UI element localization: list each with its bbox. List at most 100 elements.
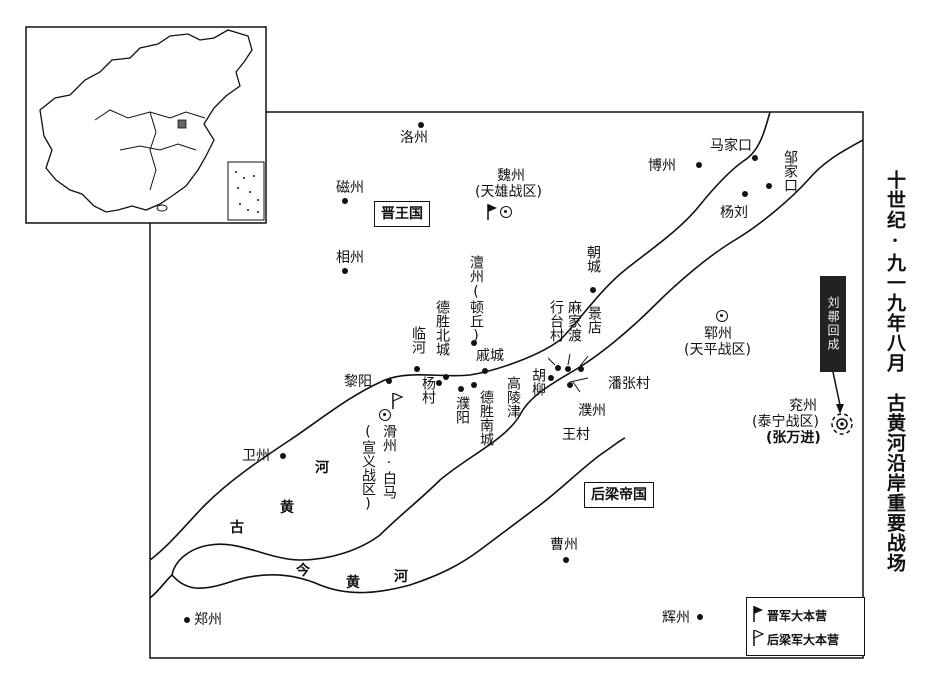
- hainan-island: [156, 204, 168, 212]
- modern-river: [171, 437, 626, 594]
- main-map-frame: [149, 111, 864, 659]
- place-dot: [436, 380, 442, 386]
- old-river-north-bank: [149, 111, 771, 561]
- modern-river-2: [149, 574, 173, 599]
- banner-arrow-head: [836, 404, 844, 414]
- jin-flag-icon: [487, 204, 497, 220]
- place-zhangwanjin: (张万进): [766, 430, 821, 446]
- place-baima: ·白马: [381, 455, 397, 499]
- place-yunzhou: 郓州: [704, 326, 732, 342]
- jin-flag-icon: [753, 606, 763, 622]
- liuxun-banner: 刘鄩回成: [820, 276, 846, 372]
- province-line-2: [119, 143, 197, 151]
- map-title: 十世纪·九一九年八月 古黄河沿岸重要战场: [884, 170, 906, 573]
- place-dot: [752, 155, 758, 161]
- inset-frame: [25, 26, 267, 224]
- place-zoujiakou: 邹家口: [782, 150, 798, 192]
- place-dot: [342, 198, 348, 204]
- place-jingdian: 景店: [586, 306, 602, 334]
- tick-1: [547, 357, 556, 366]
- liang-flag-icon: [753, 630, 765, 646]
- place-dot: [567, 382, 573, 388]
- siege-icon: [831, 413, 853, 435]
- place-cizhou: 磁州: [336, 180, 364, 196]
- place-majiakou: 马家口: [710, 138, 752, 154]
- place-dot: [418, 122, 424, 128]
- place-dot: [766, 183, 772, 189]
- place-weizhou2: 卫州: [242, 448, 270, 464]
- china-outline: [39, 29, 253, 213]
- place-huliu: 胡柳: [530, 368, 546, 396]
- tick-3: [579, 355, 589, 367]
- place-xingtaicun: 行台村: [548, 300, 564, 342]
- place-xiangzhou: 相州: [336, 250, 364, 266]
- river-label-he2: 河: [394, 569, 408, 585]
- place-majiadu: 麻家渡: [566, 300, 582, 342]
- place-weizhou-note: (天雄战区): [475, 184, 542, 200]
- legend: 晋军大本营 后梁军大本营: [746, 597, 865, 656]
- river-label-he: 河: [315, 460, 329, 476]
- river-label-jin: 今: [296, 563, 310, 579]
- place-luozhou: 洛州: [400, 130, 428, 146]
- place-wangcun: 王村: [562, 427, 590, 443]
- place-dot: [563, 557, 569, 563]
- place-dot: [280, 453, 286, 459]
- place-dot: [443, 374, 449, 380]
- place-deshengbei: 德胜北城: [434, 300, 450, 356]
- place-dot: [482, 368, 488, 374]
- place-chaocheng: 朝城: [585, 245, 601, 273]
- place-dot: [548, 375, 554, 381]
- place-huazhou: 滑州: [381, 424, 397, 452]
- legend-jin-label: 晋军大本营: [767, 609, 828, 623]
- place-dot: [342, 268, 348, 274]
- capital-icon: [500, 206, 512, 218]
- place-caozhou: 曹州: [550, 537, 578, 553]
- liang-flag-icon: [392, 393, 404, 409]
- place-dot: [697, 614, 703, 620]
- province-line-3: [149, 111, 157, 191]
- place-weizhou: 魏州: [497, 168, 525, 184]
- place-deshengnan: 德胜南城: [478, 390, 494, 446]
- place-dot: [696, 162, 702, 168]
- old-river-south-bank: [171, 139, 864, 576]
- place-yangliu: 杨刘: [720, 205, 748, 221]
- place-linhe: 临河: [410, 326, 426, 354]
- river-label-huang: 黄: [280, 500, 294, 516]
- place-yanzhou: 兖州: [789, 398, 817, 414]
- region-jin-box: 晋王国: [374, 201, 430, 227]
- place-qicheng: 戚城: [476, 348, 504, 364]
- place-huazhou-note: (宣义战区): [360, 424, 376, 512]
- place-gaolingjin: 高陵津: [505, 376, 521, 418]
- place-puzhou: 濮州: [578, 403, 606, 419]
- place-zhengzhou: 郑州: [194, 612, 222, 628]
- river-label-gu: 古: [230, 520, 244, 536]
- place-dot: [471, 382, 477, 388]
- south-sea-box: [227, 161, 265, 221]
- place-liyang: 黎阳: [344, 374, 372, 390]
- place-yangcun: 杨村: [420, 376, 436, 404]
- south-sea-islands: [235, 171, 259, 213]
- place-dot: [555, 365, 561, 371]
- legend-liang-label: 后梁军大本营: [767, 633, 840, 647]
- place-yunzhou-note: (天平战区): [684, 342, 751, 358]
- banner-pointer: [832, 371, 841, 406]
- place-dot: [184, 617, 190, 623]
- tick-2: [567, 353, 571, 366]
- place-panzhangcun: 潘张村: [608, 376, 650, 392]
- place-huizhou: 辉州: [662, 610, 690, 626]
- place-chanzhou-note: (顿丘): [468, 284, 484, 344]
- river-label-huang2: 黄: [346, 575, 360, 591]
- place-dot: [565, 366, 571, 372]
- place-dot: [458, 386, 464, 392]
- capital-icon: [716, 310, 728, 322]
- place-dot: [590, 287, 596, 293]
- place-puyang: 濮阳: [454, 396, 470, 424]
- place-dot: [471, 340, 477, 346]
- region-liang-box: 后梁帝国: [584, 482, 654, 508]
- place-dot: [742, 191, 748, 197]
- place-chanzhou: 澶州: [468, 255, 484, 283]
- place-dot: [414, 366, 420, 372]
- place-dot: [578, 366, 584, 372]
